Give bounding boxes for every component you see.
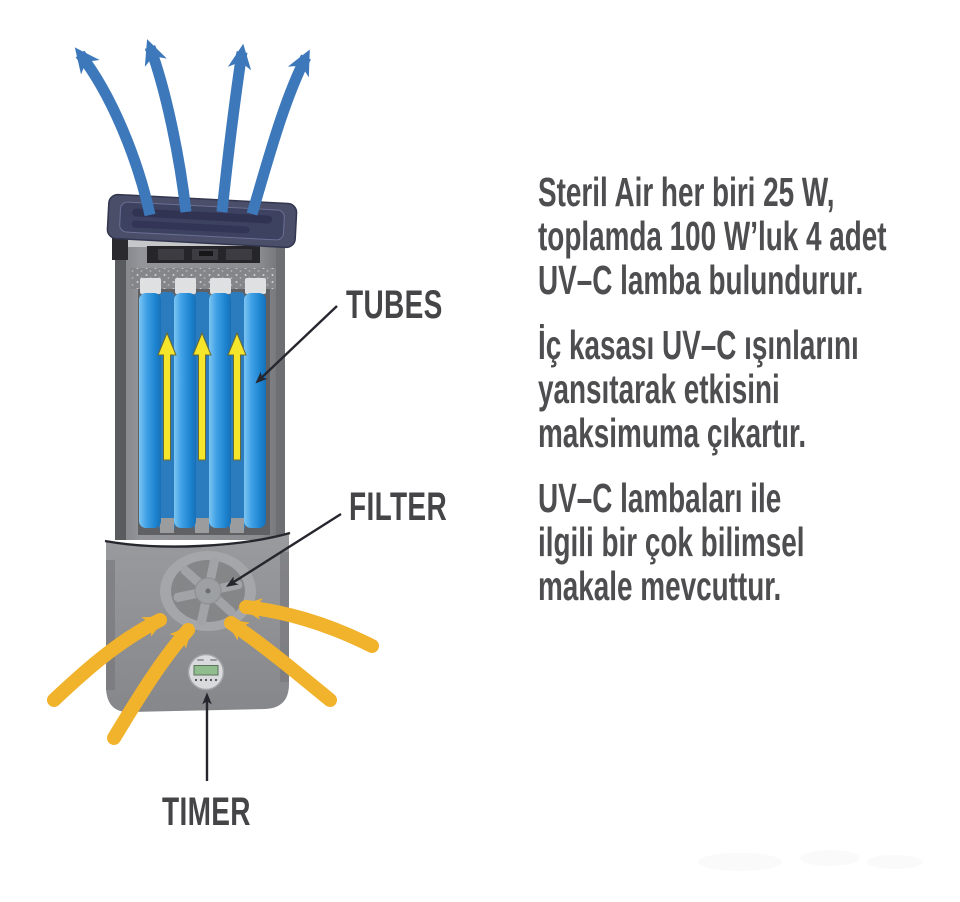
up-arrow-icon bbox=[157, 331, 177, 461]
filter-disc bbox=[160, 551, 256, 631]
text-line: ilgili bir çok bilimsel bbox=[538, 519, 805, 565]
up-arrow-icon bbox=[192, 331, 212, 461]
intake-arrows bbox=[47, 598, 379, 745]
outflow-arrows bbox=[74, 39, 311, 217]
pointer-arrows bbox=[202, 305, 342, 781]
uv-tube-front-row bbox=[139, 278, 266, 528]
paragraph-reflection: İç kasası UV–C ışınlarını yansıtarak etk… bbox=[538, 322, 859, 456]
text-line: İç kasası UV–C ışınlarını bbox=[538, 322, 859, 368]
timer-label: TIMER bbox=[162, 790, 251, 834]
paragraph-wattage: Steril Air her biri 25 W, toplamda 100 W… bbox=[538, 169, 887, 303]
airflow-out-arrow-icon bbox=[74, 47, 156, 217]
body-left-edge bbox=[115, 228, 126, 540]
text-line: Steril Air her biri 25 W, bbox=[538, 169, 835, 215]
timer-lcd bbox=[193, 665, 219, 676]
sterilizer-illustration bbox=[47, 39, 379, 781]
fan-vent bbox=[147, 246, 260, 263]
base-seam bbox=[104, 531, 291, 548]
lamp-socket-strip bbox=[130, 268, 276, 289]
airflow-in-arrow-icon bbox=[107, 623, 195, 745]
timer-buttons bbox=[194, 678, 218, 682]
uv-tube bbox=[174, 278, 196, 528]
text-line: UV–C lamba bulundurur. bbox=[538, 257, 864, 303]
tubes-label: TUBES bbox=[346, 283, 443, 327]
filter-pointer-arrow bbox=[225, 512, 342, 587]
device-base bbox=[104, 531, 291, 713]
description-column: Steril Air her biri 25 W, toplamda 100 W… bbox=[538, 170, 960, 629]
body-right-edge bbox=[276, 228, 285, 540]
uv-tubes bbox=[139, 278, 266, 533]
airflow-in-arrow-icon bbox=[224, 616, 337, 707]
tubes-pointer-arrow bbox=[255, 305, 338, 384]
text-line: maksimuma çıkartır. bbox=[538, 410, 807, 456]
text-line: yansıtarak etkisini bbox=[538, 366, 780, 412]
airflow-in-arrow-icon bbox=[238, 598, 379, 653]
up-arrow-icon bbox=[227, 331, 247, 461]
filter-label: FILTER bbox=[349, 485, 448, 529]
paragraph-research: UV–C lambaları ile ilgili bir çok bilims… bbox=[538, 476, 830, 608]
airflow-out-arrow-icon bbox=[246, 49, 311, 216]
text-line: makale mevcuttur. bbox=[538, 563, 782, 609]
airflow-out-arrow-icon bbox=[144, 39, 192, 213]
airflow-out-arrow-icon bbox=[216, 43, 252, 213]
uv-tube bbox=[209, 278, 231, 528]
tube-flow-arrows bbox=[157, 331, 247, 461]
timer-unit bbox=[187, 653, 225, 691]
text-line: UV–C lambaları ile bbox=[538, 475, 782, 521]
top-cap bbox=[106, 193, 298, 249]
uv-tube bbox=[139, 278, 161, 528]
uv-tube bbox=[244, 278, 266, 528]
text-line: toplamda 100 W’luk 4 adet bbox=[538, 213, 887, 259]
airflow-in-arrow-icon bbox=[47, 613, 167, 707]
